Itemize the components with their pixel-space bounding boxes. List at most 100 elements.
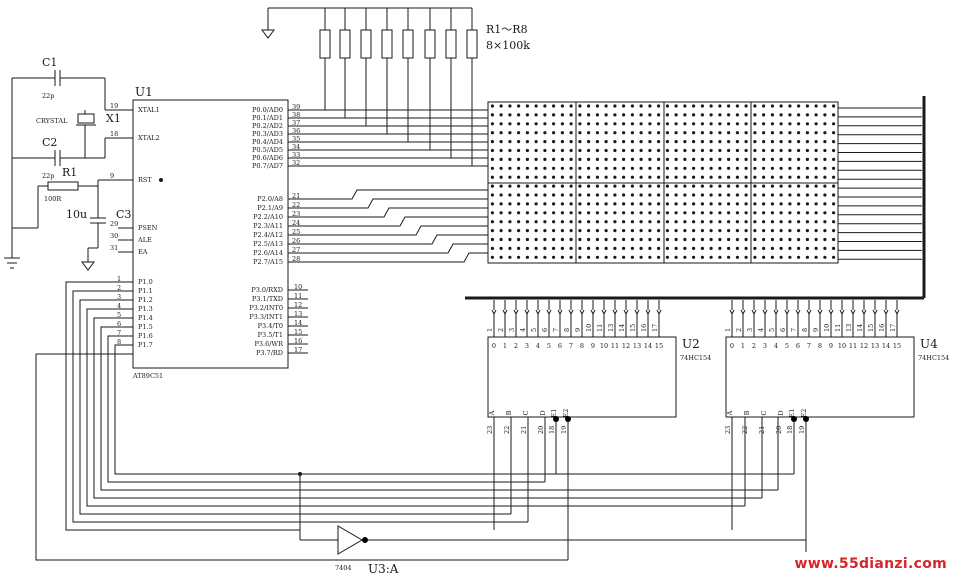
led [648,202,652,206]
mcu-p0-pin-name: P0.0/AD0 [252,106,283,114]
led [692,193,696,197]
led [517,255,521,259]
mcu-pin-name: EA [138,248,148,256]
u2-output-name: 11 [611,342,619,350]
led [499,131,503,135]
led [753,193,757,197]
led [770,193,775,197]
led [779,166,783,170]
led [788,229,792,233]
led [692,237,696,242]
led [744,104,748,108]
mcu-p3-pin-name: P3.0/RXD [251,286,283,294]
mcu-p1-pin-name: P1.4 [138,314,153,322]
led [525,131,530,135]
led [823,166,827,170]
u4-output-pin: 8 [801,328,809,332]
led [779,157,783,161]
led [595,193,600,197]
mcu-p2-pin-name: P2.6/A14 [253,249,283,257]
led [587,166,591,170]
led [499,246,503,250]
led [517,131,521,135]
led [779,175,783,179]
led [779,193,783,197]
led [823,184,827,188]
led [832,202,836,206]
led [700,140,705,144]
led [770,113,775,117]
u2-output-pin: 17 [651,324,659,332]
led [779,202,783,206]
led [613,211,617,215]
led [613,166,617,170]
led [569,175,573,179]
led [709,229,713,233]
led [709,255,713,259]
u2-output-pin: 1 [486,328,494,332]
led [665,113,670,117]
led [700,255,705,259]
led [770,211,775,215]
mcu-p3-pin-name: P3.4/T0 [258,322,283,330]
u4-input-pin: 20 [775,426,783,434]
u2-input-pin: 22 [503,426,511,434]
led [499,113,503,117]
led [718,148,722,153]
mcu-p0-pin-name: P0.2/AD2 [252,122,283,130]
u2-output-name: 6 [558,342,562,350]
led [665,211,670,215]
led [683,131,687,135]
u2-output-name: 8 [580,342,584,350]
led [657,140,661,144]
led [543,255,547,259]
led [700,131,705,135]
mcu-p1-pin-number: 5 [117,311,121,319]
led [692,255,696,259]
led [508,237,512,242]
led [805,202,810,206]
led [762,122,766,126]
led [543,229,547,233]
led [595,229,600,233]
led [630,211,635,215]
led [797,229,801,233]
u4-input-pin: 23 [724,426,732,434]
led [770,220,775,224]
led [700,193,705,197]
led [657,104,661,108]
u2-input-name: E2 [562,409,570,418]
mcu-p1-pin-name: P1.3 [138,305,153,313]
led [832,131,836,135]
led [762,157,766,161]
led [744,175,748,179]
u4-input-name: C [760,410,768,415]
led [832,229,836,233]
led [814,122,818,126]
led [499,202,503,206]
led [665,131,670,135]
led [753,166,757,170]
mcu-p1-pin-number: 4 [117,302,121,310]
led [499,211,503,215]
led [508,220,512,224]
led [508,166,512,170]
led [613,193,617,197]
led [797,122,801,126]
led [788,246,792,250]
led [499,175,503,179]
u2-output-name: 3 [525,342,529,350]
mcu-p0-pin-number: 32 [292,159,300,167]
led [797,202,801,206]
led [534,148,538,153]
u4-output-pin: 10 [823,324,831,332]
led [543,246,547,250]
led [805,157,810,161]
led [762,166,766,170]
led [753,211,757,215]
led [744,202,748,206]
led [814,113,818,117]
led [814,237,818,242]
led [569,237,573,242]
led [517,220,521,224]
